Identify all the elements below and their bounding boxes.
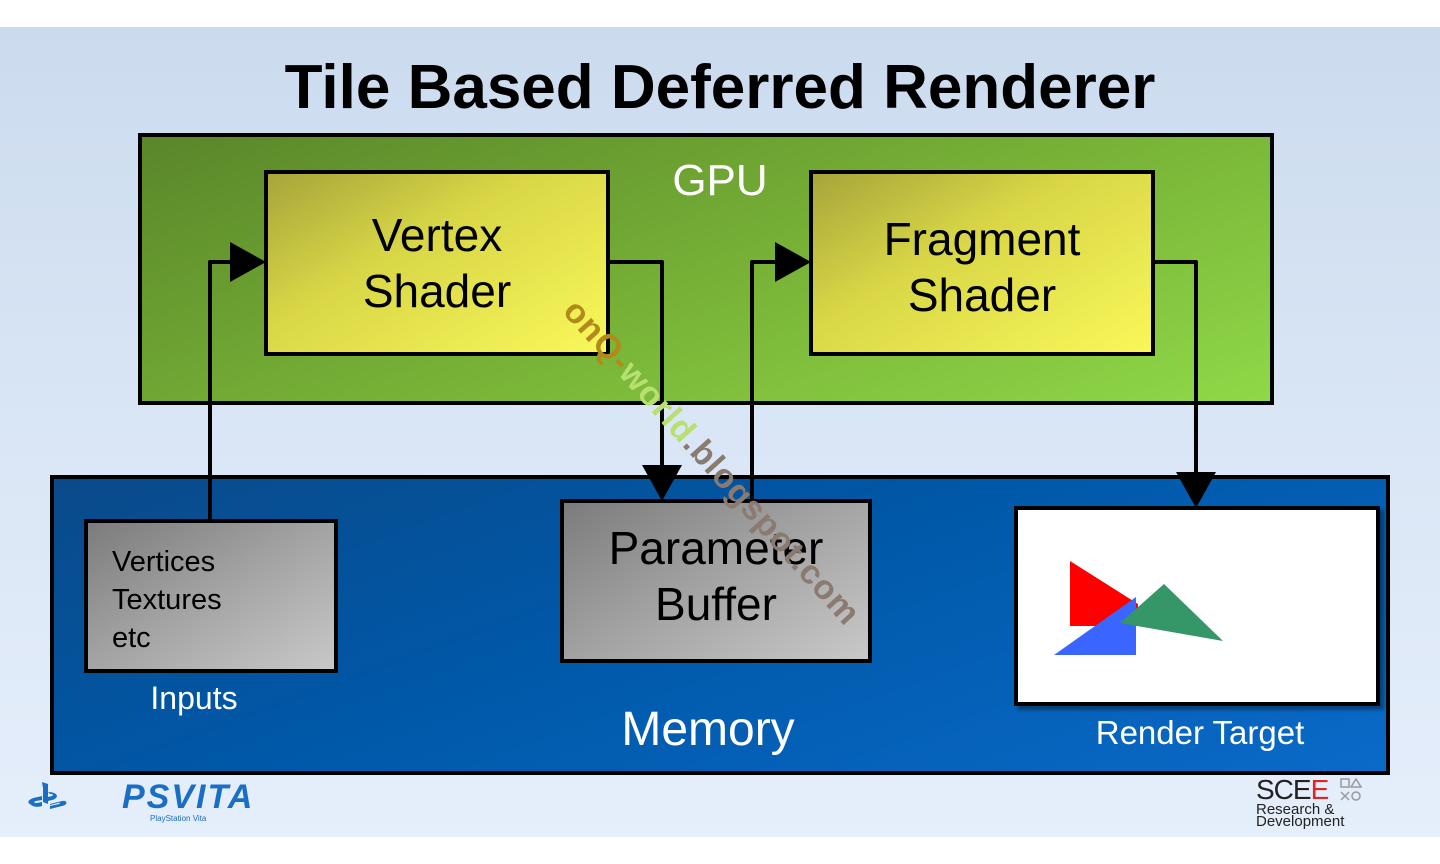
- vertex-shader-line2: Shader: [362, 265, 512, 317]
- scee-logo-line2: Research &: [1256, 801, 1335, 818]
- fragment-shader-line1: Fragment: [883, 213, 1081, 265]
- scee-logo-line3: Development: [1256, 813, 1345, 830]
- render-target-label: Render Target: [1095, 714, 1305, 751]
- render-target-box: [1014, 506, 1380, 706]
- psvita-subtitle: PlayStation Vita: [150, 814, 207, 823]
- slide-title: Tile Based Deferred Renderer: [284, 53, 1156, 122]
- fragment-shader-box: Fragment Shader: [809, 170, 1155, 356]
- inputs-line-vertices: Vertices: [112, 546, 216, 578]
- inputs-line-textures: Textures: [112, 584, 222, 616]
- scee-logo-main: SCE: [1256, 774, 1312, 805]
- blue-triangle: [1054, 597, 1136, 655]
- parameter-buffer-line2: Buffer: [655, 578, 777, 630]
- render-target-edge: [1386, 500, 1390, 718]
- parameter-buffer-line1: Parameter: [608, 522, 824, 574]
- gpu-label: GPU: [672, 156, 768, 205]
- parameter-buffer-box: Parameter Buffer: [560, 499, 872, 663]
- psvita-logo: PSVITA: [122, 778, 255, 816]
- green-triangle: [1120, 584, 1223, 641]
- inputs-box: Vertices Textures etc: [84, 519, 338, 673]
- playstation-logo-icon: [28, 782, 67, 809]
- scee-logo: SCEE Research & Development: [1256, 774, 1362, 830]
- inputs-line-etc: etc: [112, 622, 151, 654]
- fragment-shader-line2: Shader: [907, 269, 1057, 321]
- render-target-image: [1054, 561, 1223, 655]
- playstation-shapes-icon: [1340, 778, 1362, 801]
- memory-label: Memory: [621, 703, 795, 756]
- inputs-label: Inputs: [150, 680, 238, 716]
- scee-logo-e: E: [1310, 774, 1330, 805]
- vertex-shader-line1: Vertex: [371, 209, 503, 261]
- vertex-shader-box: Vertex Shader: [264, 170, 610, 356]
